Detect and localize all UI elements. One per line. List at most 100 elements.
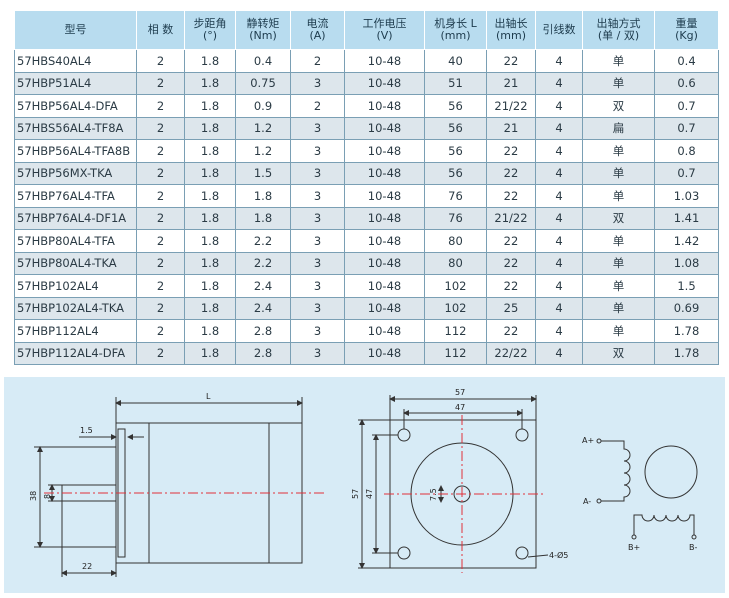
column-header-unit: (Kg)	[675, 29, 698, 42]
table-cell: 4	[535, 319, 583, 343]
table-cell: 2	[136, 71, 185, 95]
table-cell: 1.8	[184, 206, 236, 230]
table-cell: 0.9	[235, 94, 291, 118]
front-view	[358, 395, 549, 569]
table-cell: 3	[290, 206, 345, 230]
column-header: 引线数	[535, 10, 583, 50]
table-cell: 1.8	[184, 274, 236, 298]
column-header: 静转矩(Nm)	[235, 10, 291, 50]
column-header-unit: (A)	[309, 29, 326, 42]
table-cell: 10-48	[344, 71, 425, 95]
table-cell: 2	[136, 94, 185, 118]
table-cell: 0.4	[235, 49, 291, 73]
column-header-label: 型号	[64, 23, 87, 36]
table-cell: 10-48	[344, 274, 425, 298]
dim-38: 38	[29, 491, 38, 501]
table-cell: 单	[582, 229, 655, 253]
table-cell: 4	[535, 251, 583, 275]
column-header-unit: (V)	[376, 29, 393, 42]
column-header-unit: (°)	[202, 29, 218, 42]
table-cell: 10-48	[344, 116, 425, 140]
table-cell: 1.8	[184, 71, 236, 95]
column-header: 机身长 L(mm)	[424, 10, 487, 50]
column-header: 出轴方式(单 / 双)	[582, 10, 655, 50]
model-cell: 57HBP102AL4-TKA	[14, 296, 137, 320]
table-cell: 40	[424, 49, 487, 73]
table-cell: 3	[290, 296, 345, 320]
rotor-circle	[644, 445, 698, 499]
table-cell: 4	[535, 274, 583, 298]
table-cell: 2.4	[235, 274, 291, 298]
table-cell: 2	[136, 229, 185, 253]
table-cell: 4	[535, 139, 583, 163]
table-cell: 56	[424, 94, 487, 118]
table-cell: 112	[424, 341, 487, 365]
table-cell: 21	[486, 71, 536, 95]
table-cell: 10-48	[344, 251, 425, 275]
table-cell: 1.5	[235, 161, 291, 185]
column-header-label: 电流	[306, 17, 329, 30]
table-cell: 102	[424, 274, 487, 298]
table-cell: 10-48	[344, 161, 425, 185]
table-cell: 3	[290, 116, 345, 140]
table-cell: 单	[582, 71, 655, 95]
column-header-unit: (Nm)	[249, 29, 277, 42]
column-header-label: 工作电压	[362, 17, 407, 30]
table-cell: 76	[424, 206, 487, 230]
table-cell: 单	[582, 251, 655, 275]
column-header-label: 引线数	[542, 23, 576, 36]
table-cell: 22	[486, 319, 536, 343]
column-header: 工作电压(V)	[344, 10, 425, 50]
table-cell: 3	[290, 274, 345, 298]
table-cell: 2	[136, 139, 185, 163]
table-cell: 80	[424, 229, 487, 253]
table-cell: 单	[582, 184, 655, 208]
model-cell: 57HBP102AL4	[14, 274, 137, 298]
column-header: 重量(Kg)	[654, 10, 719, 50]
column-header-label: 步距角	[193, 17, 227, 30]
table-cell: 2	[136, 251, 185, 275]
table-cell: 22	[486, 49, 536, 73]
table-cell: 10-48	[344, 94, 425, 118]
table-cell: 1.8	[184, 161, 236, 185]
table-cell: 56	[424, 161, 487, 185]
table-cell: 3	[290, 71, 345, 95]
table-cell: 3	[290, 319, 345, 343]
column-header-label: 出轴方式	[596, 17, 641, 30]
table-cell: 22	[486, 229, 536, 253]
column-header: 型号	[14, 10, 137, 50]
table-cell: 1.8	[184, 184, 236, 208]
table-cell: 4	[535, 206, 583, 230]
table-cell: 22	[486, 251, 536, 275]
table-cell: 10-48	[344, 184, 425, 208]
table-cell: 扁	[582, 116, 655, 140]
model-cell: 57HBP56AL4-DFA	[14, 94, 137, 118]
dim-1-5: 1.5	[80, 426, 93, 435]
table-cell: 2.8	[235, 341, 291, 365]
table-cell: 2	[136, 184, 185, 208]
table-cell: 1.78	[654, 319, 719, 343]
table-cell: 4	[535, 184, 583, 208]
table-cell: 2.2	[235, 251, 291, 275]
column-header: 步距角(°)	[184, 10, 236, 50]
table-cell: 10-48	[344, 229, 425, 253]
table-cell: 2	[290, 94, 345, 118]
table-cell: 1.08	[654, 251, 719, 275]
table-cell: 双	[582, 341, 655, 365]
table-cell: 1.8	[235, 184, 291, 208]
model-cell: 57HBP56MX-TKA	[14, 161, 137, 185]
table-cell: 80	[424, 251, 487, 275]
table-cell: 1.42	[654, 229, 719, 253]
table-cell: 1.41	[654, 206, 719, 230]
table-cell: 10-48	[344, 139, 425, 163]
column-header-label: 机身长 L	[434, 17, 477, 30]
